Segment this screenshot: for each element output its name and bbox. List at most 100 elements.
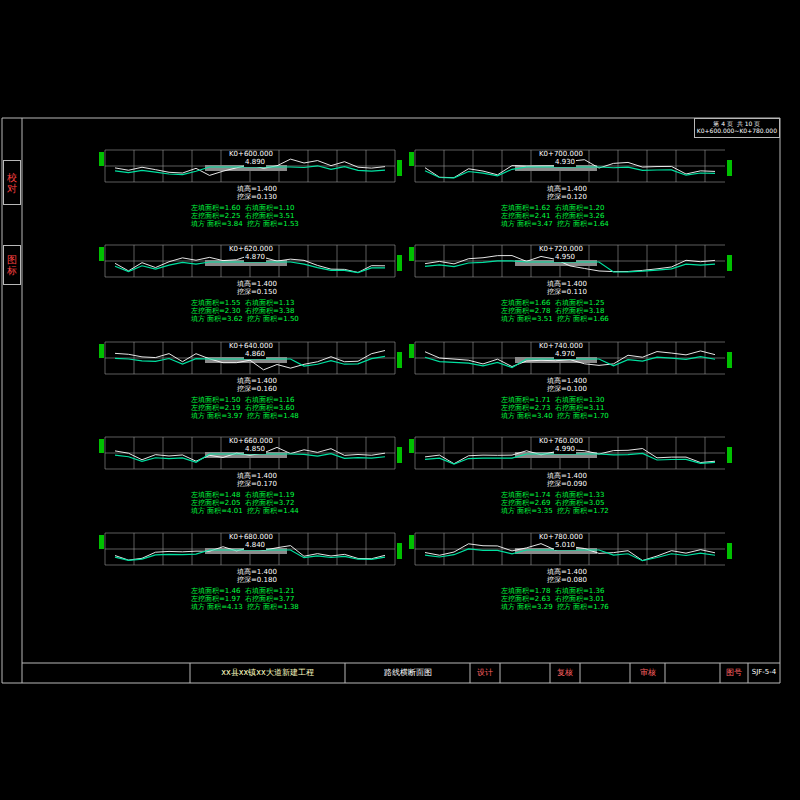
elevation-label: 5.010: [554, 542, 576, 550]
grid-line: [415, 374, 725, 375]
grid-line: [163, 245, 164, 277]
grid-line: [163, 342, 164, 374]
grid-line: [444, 245, 445, 277]
grid-line: [647, 437, 648, 469]
drawing-title-text: 路线横断面图: [384, 669, 432, 678]
area-note: 左填面积=1.66 右填面积=1.25: [500, 300, 605, 308]
section-note: 填高=1.400: [546, 186, 588, 194]
elevation-label: 4.840: [244, 542, 266, 550]
grid-line: [105, 150, 106, 182]
title-block-divider: [630, 663, 631, 683]
cross-section-plot: [99, 245, 402, 277]
area-note: 左挖面积=2.78 右挖面积=3.18: [500, 308, 605, 316]
grid-line: [105, 533, 106, 565]
grid-line: [366, 533, 367, 565]
section-note: 填高=1.400: [236, 281, 278, 289]
design-line: [115, 454, 385, 463]
section-note: 填高=1.400: [236, 378, 278, 386]
sign-cell-text: 审核: [640, 669, 656, 678]
section-note: 挖深=0.170: [236, 481, 278, 489]
area-note: 左填面积=1.46 右填面积=1.21: [190, 588, 295, 596]
grid-line: [415, 245, 416, 277]
area-note: 左挖面积=2.69 右挖面积=3.05: [500, 500, 605, 508]
elevation-marker: [409, 535, 414, 549]
title-block-divider: [470, 663, 471, 683]
station-label: K0+680.000: [228, 534, 274, 542]
grid-line: [473, 342, 474, 374]
section-note: 挖深=0.110: [546, 289, 588, 297]
elevation-marker: [409, 439, 414, 453]
grid-line: [105, 437, 106, 469]
frame-line: [2, 683, 780, 684]
section-note: 填高=1.400: [546, 378, 588, 386]
section-note: 挖深=0.080: [546, 577, 588, 585]
section-note: 填高=1.400: [546, 569, 588, 577]
grid-line: [105, 342, 106, 374]
title-block-divider: [190, 663, 191, 683]
grid-line: [163, 533, 164, 565]
grid-line: [502, 533, 503, 565]
station-label: K0+600.000: [228, 151, 274, 159]
side-tag: 图标: [3, 245, 21, 285]
grid-line: [676, 533, 677, 565]
section-note: 挖深=0.180: [236, 577, 278, 585]
area-note: 左填面积=1.62 右填面积=1.20: [500, 205, 605, 213]
sign-cell-text: 复核: [557, 669, 573, 678]
area-note: 左填面积=1.71 右填面积=1.30: [500, 397, 605, 405]
sheet-frame: [2, 118, 780, 683]
area-note: 填方 面积=3.47 挖方 面积=1.64: [500, 221, 610, 229]
cross-section-plot: [99, 533, 402, 565]
area-note: 填方 面积=3.35 挖方 面积=1.72: [500, 508, 610, 516]
sign-cell-text: 设计: [477, 669, 493, 678]
grid-line: [502, 437, 503, 469]
section-note: 填高=1.400: [236, 473, 278, 481]
design-line: [425, 261, 715, 272]
grid-line: [415, 342, 416, 374]
grid-line: [134, 437, 135, 469]
area-note: 填方 面积=3.84 挖方 面积=1.53: [190, 221, 300, 229]
section-note: 挖深=0.100: [546, 386, 588, 394]
elevation-marker: [99, 439, 104, 453]
grid-line: [163, 150, 164, 182]
area-note: 填方 面积=3.29 挖方 面积=1.76: [500, 604, 610, 612]
cross-section-plot: [99, 150, 402, 182]
station-label: K0+760.000: [538, 438, 584, 446]
grid-line: [444, 437, 445, 469]
area-note: 左填面积=1.55 右填面积=1.13: [190, 300, 295, 308]
elevation-marker: [727, 447, 732, 463]
sign-cell-text: 图号: [726, 669, 742, 678]
elevation-marker: [409, 247, 414, 261]
grid-line: [134, 342, 135, 374]
area-note: 填方 面积=4.13 挖方 面积=1.38: [190, 604, 300, 612]
elevation-marker: [409, 344, 414, 358]
design-line: [115, 550, 385, 560]
area-note: 左填面积=1.48 右填面积=1.19: [190, 492, 295, 500]
grid-line: [676, 150, 677, 182]
area-note: 左填面积=1.78 右填面积=1.36: [500, 588, 605, 596]
sign-cell: 复核: [550, 663, 580, 683]
title-block-divider: [580, 663, 581, 683]
section-note: 挖深=0.090: [546, 481, 588, 489]
grid-line: [473, 437, 474, 469]
sign-cell: 设计: [470, 663, 500, 683]
cross-section-plot: [409, 150, 732, 182]
grid-line: [618, 150, 619, 182]
elevation-marker: [99, 535, 104, 549]
grid-line: [676, 437, 677, 469]
grid-line: [337, 150, 338, 182]
sign-cell: 图号: [720, 663, 748, 683]
grid-line: [415, 565, 725, 566]
grid-line: [192, 342, 193, 374]
grid-line: [415, 469, 725, 470]
elevation-label: 4.870: [244, 254, 266, 262]
grid-line: [473, 245, 474, 277]
elevation-label: 4.950: [554, 254, 576, 262]
area-note: 左挖面积=2.63 右挖面积=3.01: [500, 596, 605, 604]
area-note: 左填面积=1.50 右填面积=1.16: [190, 397, 295, 405]
grid-line: [415, 437, 416, 469]
cross-section-plot: [99, 342, 402, 374]
design-line: [425, 453, 715, 464]
grid-line: [705, 437, 706, 469]
grid-line: [192, 437, 193, 469]
